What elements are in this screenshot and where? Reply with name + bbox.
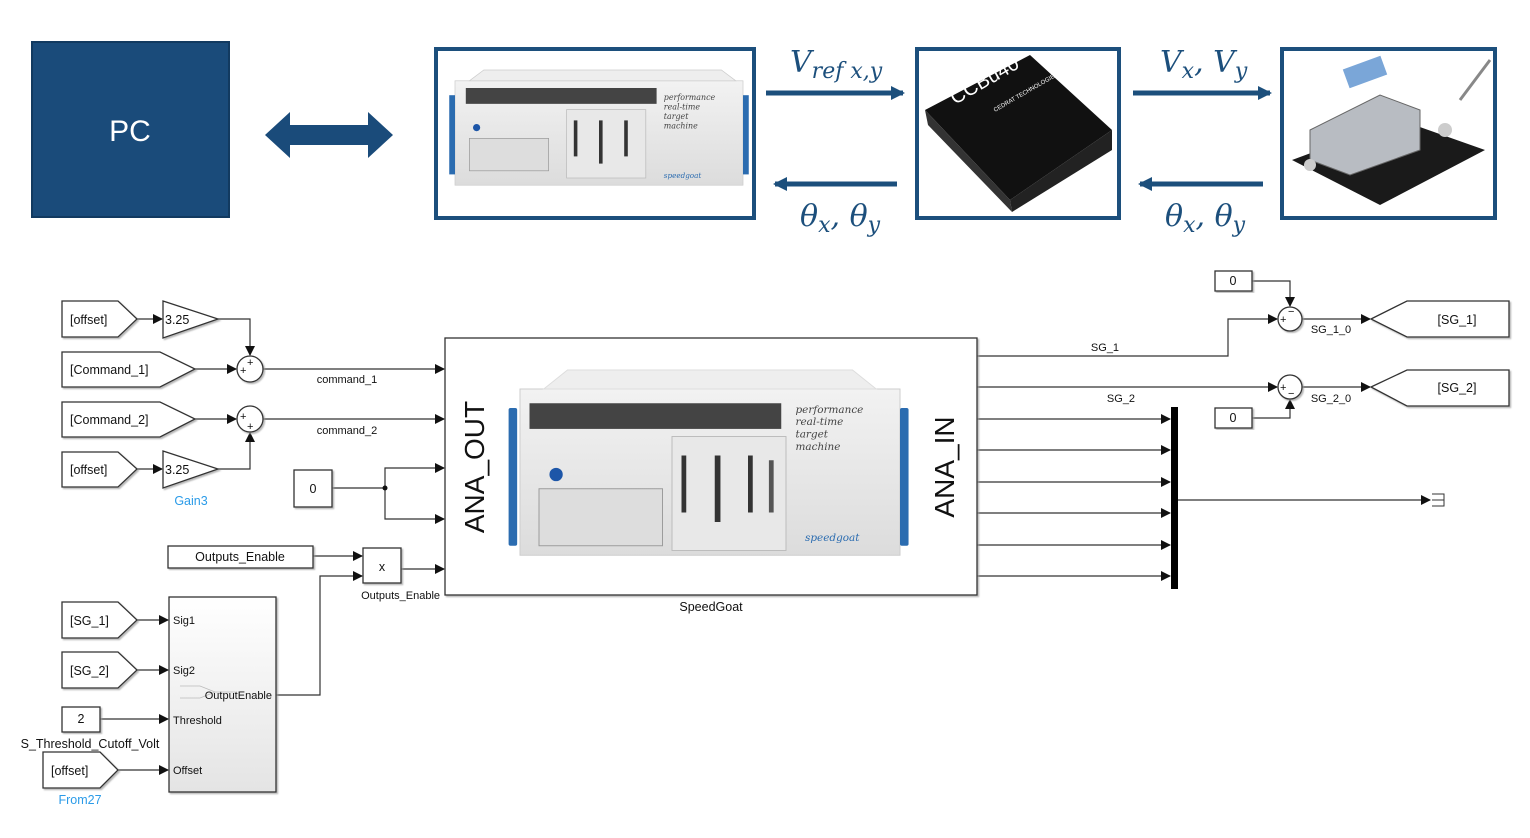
constant-zero-block[interactable]: 0	[293, 469, 333, 508]
outputs-enable-signal-label: Outputs_Enable	[361, 590, 440, 602]
tagline-line-4: machine	[664, 121, 698, 130]
gain-block-3[interactable]: 3.25	[162, 450, 221, 489]
threshold-name: S_Threshold_Cutoff_Volt	[21, 737, 160, 751]
from-offset-2[interactable]: [offset]	[61, 451, 138, 488]
tagline-line-2: real-time	[664, 103, 701, 112]
pc-label: PC	[109, 115, 151, 148]
from-offset-2-label: [offset]	[70, 463, 107, 477]
v-label: Vx, Vy	[1160, 45, 1248, 84]
vref-label: Vref x,y	[790, 45, 883, 84]
pc-block: PC	[31, 41, 230, 218]
sum-block-1[interactable]: ++	[236, 355, 264, 383]
svg-text:+: +	[240, 365, 246, 377]
port-output-enable: OutputEnable	[205, 690, 272, 702]
sg2-0-signal-label: SG_2_0	[1311, 393, 1351, 405]
sg1-0-signal-label: SG_1_0	[1311, 324, 1351, 336]
svg-text:+: +	[247, 421, 253, 433]
goto-sg1[interactable]: [SG_1]	[1369, 300, 1510, 338]
sg1-signal-label: SG_1	[1091, 342, 1119, 354]
svg-text:+: +	[240, 411, 246, 423]
bidirectional-arrow-icon	[265, 112, 393, 158]
mux-block[interactable]	[1171, 407, 1178, 589]
outputs-enable-block[interactable]: Outputs_Enable	[167, 545, 314, 569]
wires	[100, 280, 1431, 775]
product-block[interactable]: x	[362, 547, 402, 584]
from-sg1-label: [SG_1]	[70, 614, 109, 628]
gain-block-1[interactable]: 3.25	[162, 300, 221, 339]
speedgoat-block-image: performance real-time target machine spe…	[508, 369, 909, 556]
svg-text:−: −	[1288, 306, 1294, 318]
goto-sg2-label: [SG_2]	[1438, 381, 1477, 395]
block-brand: speedgoat	[805, 532, 860, 544]
speedgoat-brand: speedgoat	[664, 171, 702, 180]
gain-1-value: 3.25	[165, 313, 189, 327]
block-tagline-1: performance	[796, 404, 864, 416]
speedgoat-photo: performance real-time target machine spe…	[434, 47, 756, 220]
theta-label-1: θx, θy	[800, 199, 881, 238]
sg2-signal-label: SG_2	[1107, 393, 1135, 405]
constant-zero-sg2-value: 0	[1230, 411, 1237, 425]
tagline-line-3: target	[664, 112, 689, 121]
gain-3-value: 3.25	[165, 463, 189, 477]
port-threshold: Threshold	[173, 715, 222, 727]
outputs-enable-block-label: Outputs_Enable	[195, 550, 285, 564]
constant-zero-sg2[interactable]: 0	[1214, 407, 1253, 429]
svg-text:+: +	[1280, 382, 1286, 394]
threshold-value: 2	[78, 712, 85, 726]
tagline-line-1: performance	[664, 93, 716, 102]
output-enable-subsystem[interactable]: Sig1 Sig2 Threshold Offset OutputEnable	[168, 596, 277, 793]
ana-out-label: ANA_OUT	[459, 401, 490, 533]
ccbu40-photo: CCBu40 CEDRAT TECHNOLOGIES	[915, 47, 1121, 220]
theta-label-2: θx, θy	[1165, 199, 1246, 238]
block-tagline-3: target	[796, 428, 829, 440]
command2-signal-label: command_2	[317, 425, 378, 437]
port-sig1: Sig1	[173, 615, 195, 627]
constant-zero-value: 0	[310, 482, 317, 496]
sum-sg2[interactable]: +−	[1277, 374, 1303, 400]
terminator-icon[interactable]	[1432, 493, 1445, 507]
sum-block-2[interactable]: ++	[236, 405, 264, 433]
product-symbol: x	[379, 560, 386, 574]
constant-zero-sg1[interactable]: 0	[1214, 270, 1253, 292]
from-sg2-label: [SG_2]	[70, 664, 109, 678]
from-command-2[interactable]: [Command_2]	[61, 401, 197, 438]
svg-text:+: +	[1280, 314, 1286, 326]
goto-sg1-label: [SG_1]	[1438, 313, 1477, 327]
constant-zero-sg1-value: 0	[1230, 274, 1237, 288]
command1-signal-label: command_1	[317, 374, 378, 386]
goto-sg2[interactable]: [SG_2]	[1369, 369, 1510, 407]
svg-text:+: +	[247, 357, 253, 369]
from-command-1[interactable]: [Command_1]	[61, 351, 197, 388]
speedgoat-block[interactable]: performance real-time target machine spe…	[444, 337, 978, 596]
from-command-1-label: [Command_1]	[70, 363, 149, 377]
port-sig2: Sig2	[173, 665, 195, 677]
speedgoat-block-name: SpeedGoat	[679, 600, 743, 614]
port-offset: Offset	[173, 765, 202, 777]
block-tagline-4: machine	[796, 441, 841, 453]
from-offset-3-label: [offset]	[51, 764, 88, 778]
from-offset-1[interactable]: [offset]	[61, 300, 138, 338]
block-tagline-2: real-time	[796, 416, 844, 428]
from-sg1[interactable]: [SG_1]	[61, 601, 138, 639]
subsystem-preview-icon	[180, 685, 235, 699]
from-offset-1-label: [offset]	[70, 313, 107, 327]
threshold-constant[interactable]: 2	[61, 706, 101, 733]
sum-sg1[interactable]: +−	[1277, 306, 1303, 332]
from-sg2[interactable]: [SG_2]	[61, 651, 138, 689]
from27-name: From27	[58, 793, 101, 807]
from-command-2-label: [Command_2]	[70, 413, 149, 427]
gain3-name: Gain3	[174, 494, 207, 508]
from-offset-3[interactable]: [offset]	[42, 751, 119, 789]
tip-tilt-mechanism-photo	[1280, 47, 1497, 220]
ana-in-label: ANA_IN	[929, 416, 960, 517]
svg-text:−: −	[1288, 388, 1294, 400]
